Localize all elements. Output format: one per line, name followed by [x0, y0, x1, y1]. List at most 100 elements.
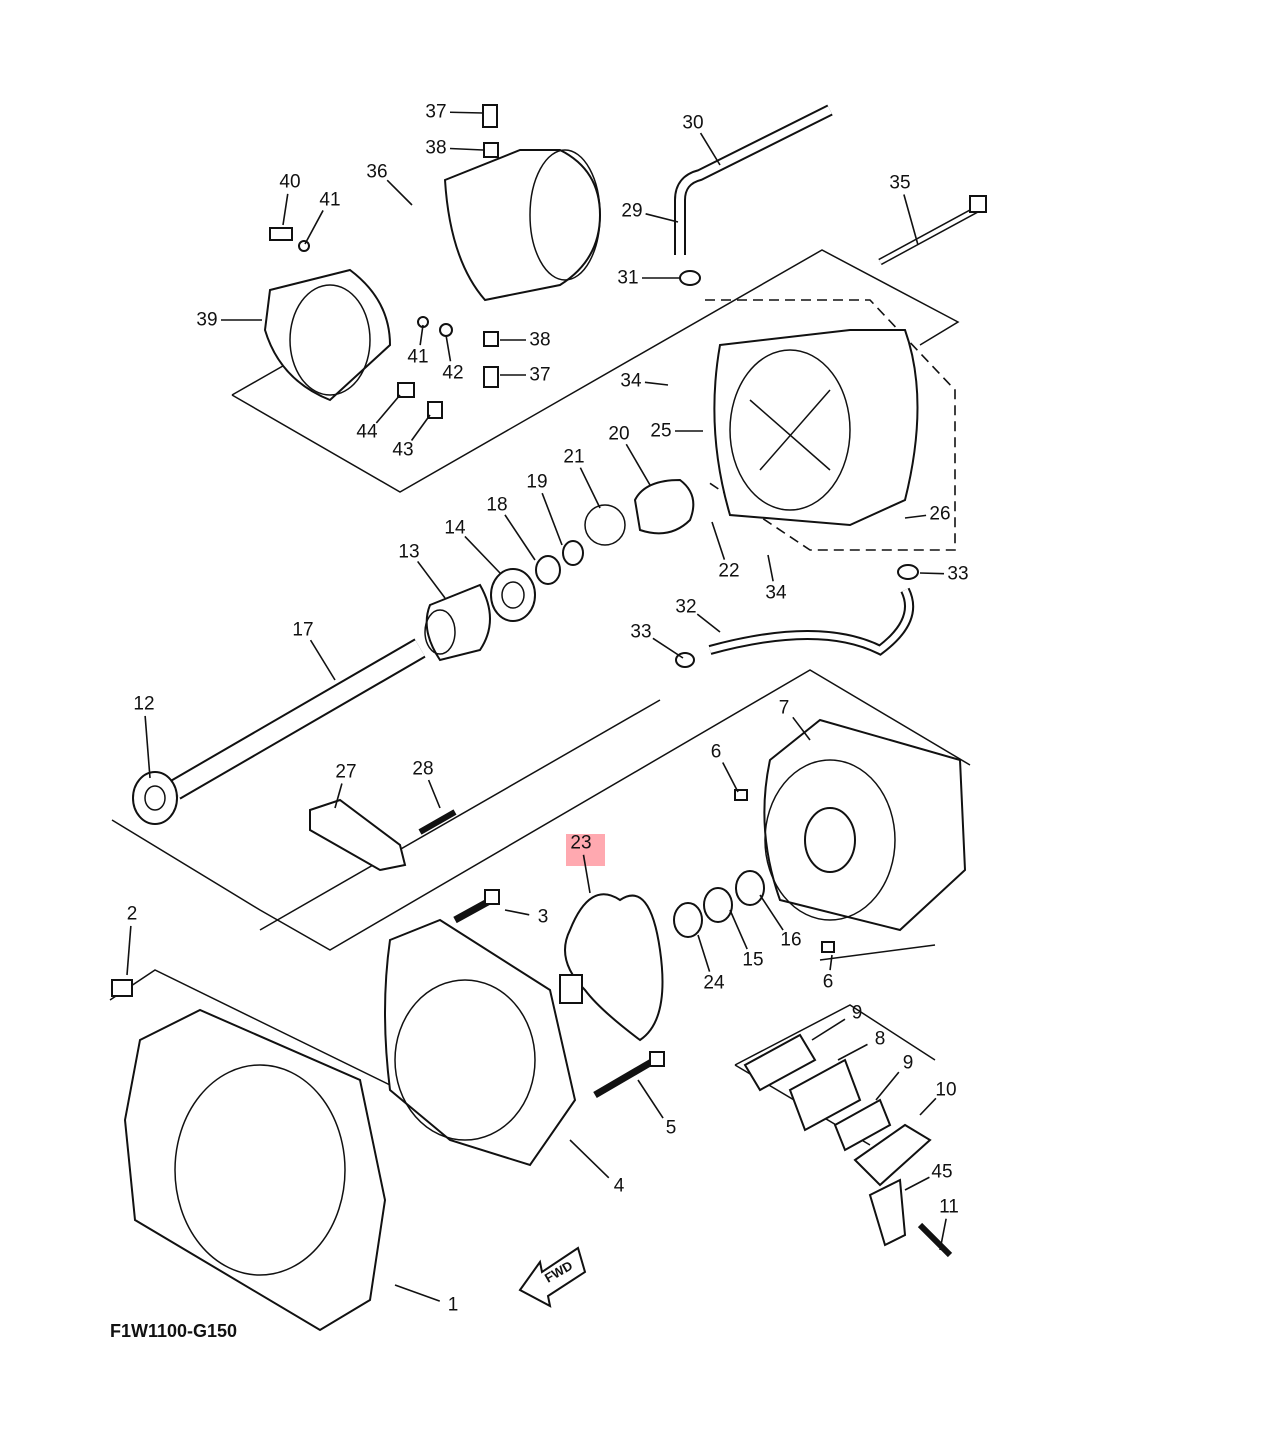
callout-24[interactable]: 26 — [904, 504, 951, 525]
part-number-label[interactable]: 5 — [666, 1118, 677, 1139]
part-number-label[interactable]: 18 — [486, 495, 507, 516]
part-number-label[interactable]: 41 — [319, 190, 340, 211]
callout-20[interactable]: 19 — [526, 472, 563, 546]
callout-14[interactable]: 31 — [617, 268, 680, 289]
callout-38[interactable]: 2 — [126, 904, 138, 976]
part-number-label[interactable]: 41 — [407, 347, 428, 368]
part-number-label[interactable]: 39 — [196, 310, 217, 331]
callout-41[interactable]: 24 — [697, 934, 725, 994]
callout-28[interactable]: 32 — [675, 597, 721, 633]
part-number-label[interactable]: 15 — [742, 950, 763, 971]
callout-8[interactable]: 38 — [500, 330, 551, 351]
callout-32[interactable]: 7 — [779, 698, 811, 741]
part-number-label[interactable]: 34 — [765, 583, 787, 604]
part-number-label[interactable]: 11 — [939, 1197, 959, 1218]
part-number-label[interactable]: 8 — [875, 1029, 886, 1050]
callout-45[interactable]: 9 — [875, 1053, 914, 1101]
part-number-label[interactable]: 37 — [425, 102, 446, 123]
callout-4[interactable]: 41 — [304, 190, 341, 245]
part-number-label[interactable]: 43 — [392, 440, 413, 461]
callout-11[interactable]: 43 — [392, 414, 431, 461]
part-number-label[interactable]: 37 — [529, 365, 550, 386]
part-number-label[interactable]: 27 — [335, 762, 356, 783]
callout-46[interactable]: 10 — [919, 1080, 957, 1116]
callout-3[interactable]: 40 — [279, 172, 301, 226]
part-number-label[interactable]: 38 — [529, 330, 550, 351]
part-number-label[interactable]: 33 — [630, 622, 651, 643]
callout-43[interactable]: 9 — [811, 1003, 863, 1041]
part-number-label[interactable]: 28 — [412, 759, 433, 780]
callout-37[interactable]: 3 — [504, 907, 549, 928]
callout-5[interactable]: 39 — [196, 310, 262, 331]
part-number-label[interactable]: 23 — [570, 833, 591, 854]
callout-26[interactable]: 34 — [765, 554, 787, 604]
callout-44[interactable]: 8 — [837, 1029, 886, 1061]
callout-48[interactable]: 4 — [569, 1139, 625, 1197]
callout-42[interactable]: 6 — [823, 954, 834, 993]
callout-40[interactable]: 15 — [729, 909, 764, 971]
part-number-label[interactable]: 35 — [889, 173, 910, 194]
part-number-label[interactable]: 9 — [903, 1053, 914, 1074]
part-number-label[interactable]: 10 — [935, 1080, 956, 1101]
part-number-label[interactable]: 26 — [929, 504, 950, 525]
part-number-label[interactable]: 40 — [279, 172, 300, 193]
part-number-label[interactable]: 38 — [425, 138, 446, 159]
callout-15[interactable]: 35 — [889, 173, 919, 246]
part-number-label[interactable]: 14 — [444, 518, 466, 539]
callout-29[interactable]: 33 — [630, 622, 684, 659]
part-number-label[interactable]: 7 — [779, 698, 790, 719]
part-number-label[interactable]: 20 — [608, 424, 629, 445]
callout-22[interactable]: 14 — [444, 518, 501, 574]
callout-21[interactable]: 18 — [486, 495, 536, 561]
part-number-label[interactable]: 22 — [718, 561, 739, 582]
callout-50[interactable]: 11 — [939, 1197, 959, 1251]
callout-31[interactable]: 12 — [133, 694, 155, 779]
part-number-label[interactable]: 32 — [675, 597, 696, 618]
part-number-label[interactable]: 25 — [650, 421, 671, 442]
part-number-label[interactable]: 30 — [682, 113, 703, 134]
callout-18[interactable]: 20 — [608, 424, 651, 486]
callout-7[interactable]: 42 — [442, 334, 464, 384]
callout-30[interactable]: 17 — [292, 620, 336, 681]
callout-35[interactable]: 28 — [412, 759, 441, 809]
callout-34[interactable]: 27 — [334, 762, 357, 809]
part-number-label[interactable]: 12 — [133, 694, 154, 715]
callout-0[interactable]: 37 — [425, 102, 484, 123]
callout-13[interactable]: 29 — [621, 201, 679, 223]
part-number-label[interactable]: 42 — [442, 363, 463, 384]
part-number-label[interactable]: 13 — [398, 542, 419, 563]
callout-39[interactable]: 16 — [759, 894, 802, 951]
callout-27[interactable]: 33 — [919, 564, 969, 585]
part-number-label[interactable]: 36 — [366, 162, 387, 183]
part-number-label[interactable]: 24 — [703, 973, 725, 994]
part-number-label[interactable]: 3 — [538, 907, 549, 928]
part-number-label[interactable]: 34 — [620, 371, 642, 392]
callout-47[interactable]: 5 — [637, 1079, 677, 1139]
part-number-label[interactable]: 9 — [852, 1003, 863, 1024]
part-number-label[interactable]: 17 — [292, 620, 313, 641]
callout-12[interactable]: 30 — [682, 113, 721, 166]
callout-16[interactable]: 34 — [620, 371, 669, 392]
callout-25[interactable]: 22 — [711, 521, 740, 582]
callout-10[interactable]: 44 — [356, 394, 401, 443]
part-number-label[interactable]: 1 — [448, 1295, 459, 1316]
part-number-label[interactable]: 16 — [780, 930, 801, 951]
callout-36[interactable]: 23 — [570, 833, 592, 894]
callout-6[interactable]: 41 — [407, 324, 429, 368]
part-number-label[interactable]: 44 — [356, 422, 378, 443]
part-number-label[interactable]: 4 — [614, 1176, 625, 1197]
part-number-label[interactable]: 33 — [947, 564, 968, 585]
part-number-label[interactable]: 2 — [127, 904, 138, 925]
part-number-label[interactable]: 21 — [563, 447, 584, 468]
callout-2[interactable]: 36 — [366, 162, 413, 206]
callout-1[interactable]: 38 — [425, 138, 484, 159]
part-number-label[interactable]: 6 — [823, 972, 834, 993]
callout-33[interactable]: 6 — [711, 742, 739, 793]
callout-19[interactable]: 21 — [563, 447, 601, 509]
callout-51[interactable]: 1 — [394, 1284, 459, 1316]
callout-17[interactable]: 25 — [650, 421, 703, 442]
callout-9[interactable]: 37 — [500, 365, 551, 386]
callout-49[interactable]: 45 — [904, 1162, 953, 1191]
part-number-label[interactable]: 31 — [617, 268, 638, 289]
part-number-label[interactable]: 6 — [711, 742, 722, 763]
